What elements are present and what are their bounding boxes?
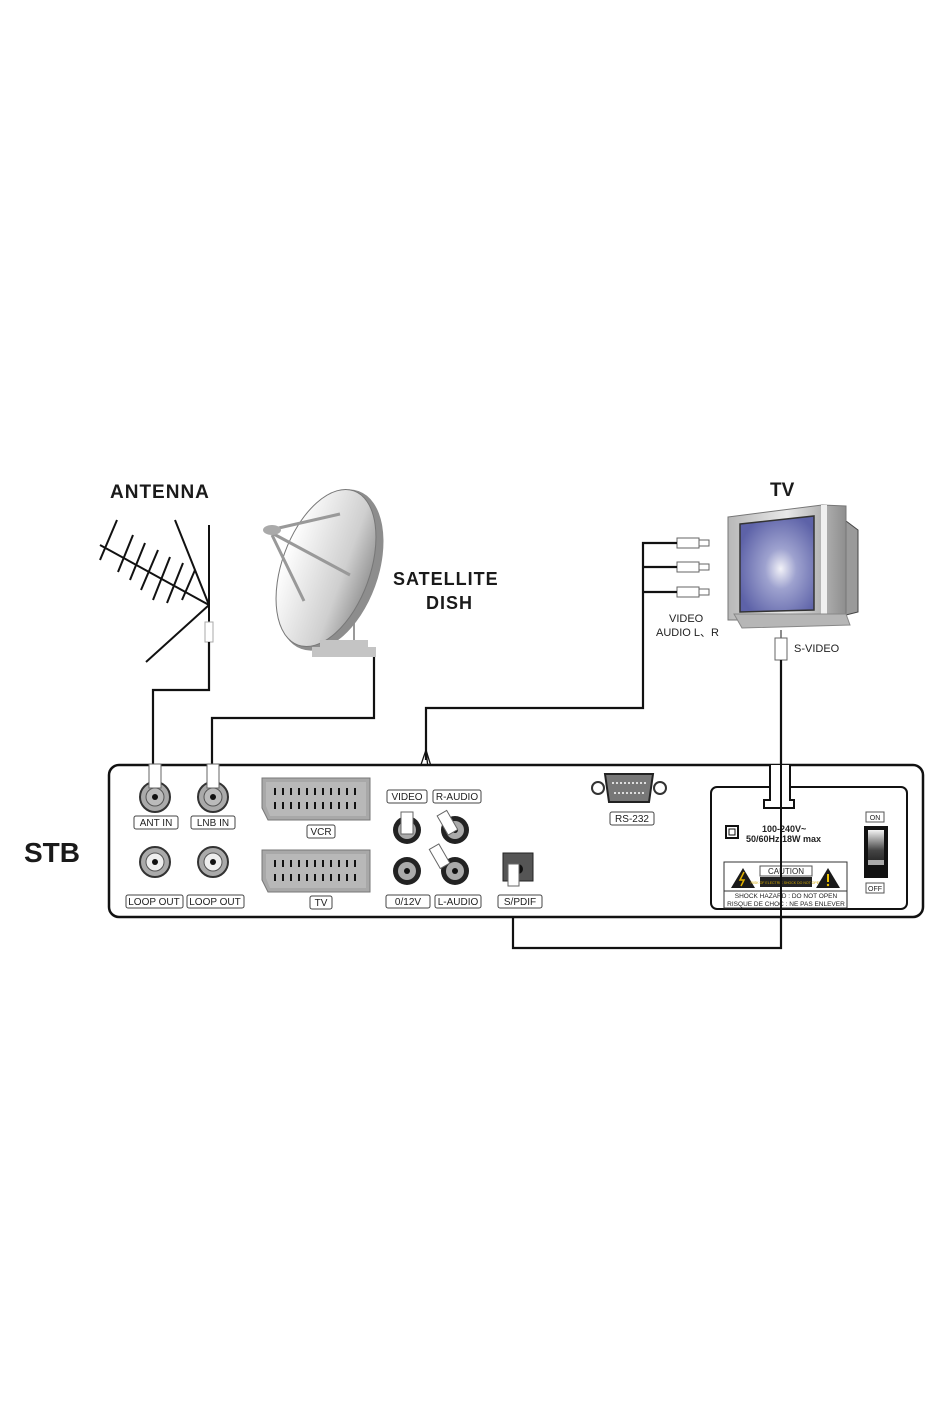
- rca-plugs-icon: [677, 538, 709, 597]
- caution-label: CAUTION: [768, 867, 804, 876]
- ant-in-label: ANT IN: [140, 818, 173, 829]
- antenna-icon: [100, 520, 213, 690]
- l-audio-label: L-AUDIO: [438, 897, 479, 908]
- tv-rca-label-line1: VIDEO: [669, 613, 704, 625]
- antenna-group: ANTENNA: [100, 482, 213, 690]
- tv-title: TV: [770, 480, 795, 501]
- warning-fr: RISQUE DE CHOC : NE PAS ENLEVER: [727, 901, 845, 908]
- tv-svideo-label: S-VIDEO: [794, 643, 840, 655]
- switch-on-label: ON: [870, 815, 881, 822]
- spdif-jack[interactable]: [503, 853, 533, 886]
- stb-group: STB ANT IN LNB IN LOOP: [24, 764, 923, 917]
- loop-out-2-label: LOOP OUT: [189, 897, 241, 908]
- caution-sub: RISK OF ELECTRIC SHOCK DO NOT OPEN: [750, 881, 822, 885]
- tv-rca-label-line2: AUDIO L、R: [656, 627, 719, 639]
- loop-out-2-connector[interactable]: [198, 847, 228, 877]
- tv-group: TV VIDEO AUDIO L、R S-VIDEO: [656, 480, 858, 660]
- power-voltage: 100-240V~: [762, 824, 806, 834]
- rs232-label: RS-232: [615, 814, 649, 825]
- loop-out-1-connector[interactable]: [140, 847, 170, 877]
- v012-label: 0/12V: [395, 897, 421, 908]
- warning-en: SHOCK HAZARD : DO NOT OPEN: [735, 893, 838, 900]
- antenna-title: ANTENNA: [110, 482, 210, 503]
- dish-cable: [212, 657, 374, 765]
- scart-vcr-label: VCR: [310, 827, 331, 838]
- r-audio-label: R-AUDIO: [436, 792, 478, 803]
- svideo-plug-icon: [775, 630, 787, 660]
- power-panel: 100-240V~ 50/60Hz 18W max CAUTION RISK O…: [711, 765, 907, 909]
- satellite-dish-group: SATELLITE DISH: [256, 475, 499, 666]
- spdif-label: S/PDIF: [504, 897, 536, 908]
- satellite-title-line1: SATELLITE: [393, 569, 499, 589]
- video-label: VIDEO: [391, 792, 422, 803]
- satellite-title-line2: DISH: [426, 593, 473, 613]
- scart-tv-connector[interactable]: [262, 850, 370, 892]
- antenna-cable: [153, 642, 209, 765]
- loop-out-1-label: LOOP OUT: [128, 897, 180, 908]
- satellite-dish-icon: [256, 475, 404, 666]
- switch-off-label: OFF: [868, 886, 882, 893]
- power-rating: 50/60Hz 18W max: [746, 834, 821, 844]
- lnb-in-label: LNB IN: [197, 818, 229, 829]
- tv-icon: [728, 505, 858, 628]
- scart-vcr-connector[interactable]: [262, 778, 370, 820]
- scart-tv-label: TV: [315, 898, 328, 909]
- power-switch[interactable]: [864, 826, 888, 878]
- v012-jack[interactable]: [393, 857, 421, 885]
- stb-title: STB: [24, 837, 80, 868]
